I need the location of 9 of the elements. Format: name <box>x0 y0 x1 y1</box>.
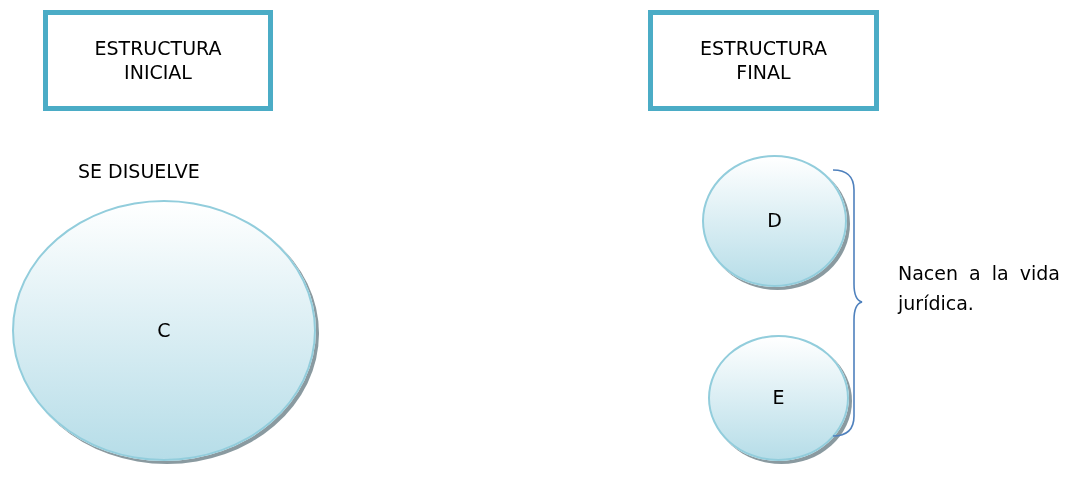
title-box <box>648 10 879 111</box>
node-caption: SE DISUELVE <box>78 160 200 182</box>
title-box <box>43 10 273 111</box>
node-text: C <box>157 318 171 343</box>
note-text: Nacen a la vida jurídica. <box>898 261 1060 317</box>
node-text: D <box>767 209 782 233</box>
node-text: E <box>772 386 785 410</box>
node-text: ESTRUCTURA INICIAL <box>93 36 223 85</box>
node-text: ESTRUCTURA FINAL <box>699 36 828 85</box>
